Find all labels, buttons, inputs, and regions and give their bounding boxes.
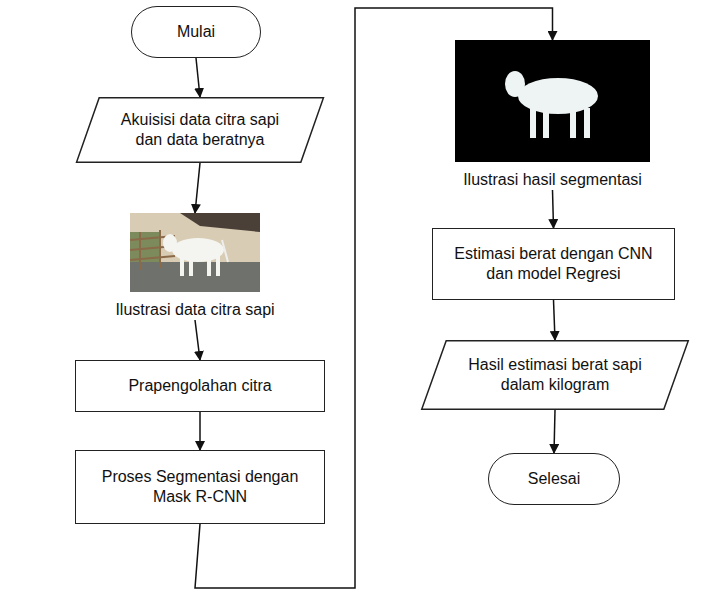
flow-arrow [554, 300, 556, 340]
node-label: Estimasi berat dengan CNN dan model Regr… [445, 244, 662, 284]
node-label: Selesai [528, 469, 580, 489]
text-group: Akuisisi data citra sapi dan data beratn… [108, 110, 292, 150]
text-group: Proses Segmentasi dengan Mask R-CNN [88, 467, 312, 507]
figure-caption: Ilustrasi data citra sapi [70, 300, 320, 320]
flow-arrow [195, 163, 200, 213]
node-label: Mulai [177, 22, 215, 42]
segmented-cow [505, 71, 598, 138]
end-terminator: Selesai [488, 453, 620, 505]
flow-arrow [554, 410, 555, 453]
input-parallelogram: Akuisisi data citra sapi dan data beratn… [74, 97, 326, 163]
image-figure: Ilustrasi data citra sapi [70, 213, 320, 320]
photo-cow [163, 234, 224, 276]
parallelogram-outline [419, 340, 691, 410]
flow-arrow [195, 320, 200, 360]
parallelogram-outline [74, 97, 326, 163]
flow-arrow [196, 58, 200, 97]
text-group: Prapengolahan citra [128, 376, 271, 396]
text-group: Estimasi berat dengan CNN dan model Regr… [445, 244, 662, 284]
segmentation-background [455, 40, 650, 162]
text-group: Selesai [528, 469, 580, 489]
node-label: Prapengolahan citra [128, 376, 271, 396]
flow-arrow [553, 190, 554, 228]
node-label: Proses Segmentasi dengan Mask R-CNN [88, 467, 312, 507]
output-parallelogram: Hasil estimasi berat sapi dalam kilogram [419, 340, 691, 410]
process-box: Prapengolahan citra [75, 360, 325, 412]
text-group: Hasil estimasi berat sapi dalam kilogram [453, 355, 657, 395]
image-figure: Ilustrasi hasil segmentasi [430, 40, 675, 190]
text-group: Mulai [177, 22, 215, 42]
node-label: Akuisisi data citra sapi dan data beratn… [108, 110, 292, 150]
node-label: Hasil estimasi berat sapi dalam kilogram [453, 355, 657, 395]
text-group: Ilustrasi hasil segmentasi [430, 170, 675, 190]
text-group: Ilustrasi data citra sapi [70, 300, 320, 320]
figure-caption: Ilustrasi hasil segmentasi [430, 170, 675, 190]
photo-sky [130, 213, 260, 292]
start-terminator: Mulai [131, 6, 261, 58]
photo-cow-tail [222, 240, 228, 262]
photo-roof [180, 213, 260, 232]
photo-ground [130, 262, 260, 292]
flow-arrow [199, 412, 201, 450]
process-box: Proses Segmentasi dengan Mask R-CNN [75, 450, 325, 524]
process-box: Estimasi berat dengan CNN dan model Regr… [432, 228, 675, 300]
